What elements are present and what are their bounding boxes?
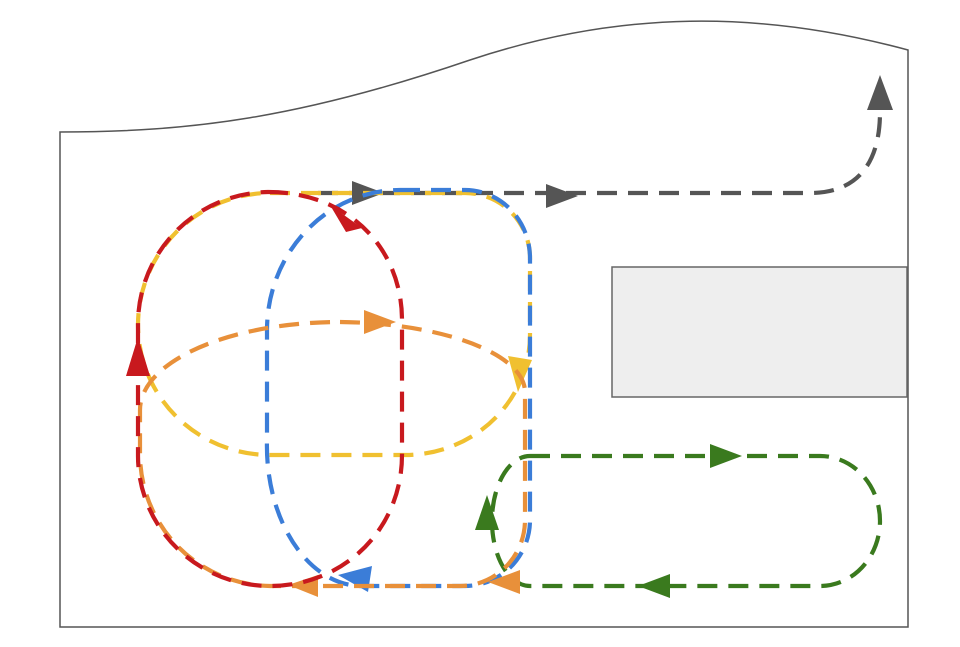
red-loop: [126, 189, 405, 589]
yellow-loop: [135, 190, 533, 458]
green-arrow-right: [710, 444, 742, 468]
red-arrow-up: [126, 337, 150, 376]
red-arrow-curve: [330, 205, 362, 232]
obstacle-box: [611, 266, 908, 398]
boundary-outline: [59, 20, 909, 628]
orange-arrow-left-1: [488, 570, 520, 594]
green-arrow-up: [475, 495, 499, 530]
gray-exit-path: [318, 75, 893, 208]
green-loop: [475, 444, 883, 598]
gray-arrow-mid-2: [546, 184, 578, 208]
orange-arrow-right: [364, 310, 396, 334]
gray-arrow-up: [867, 75, 893, 110]
green-arrow-left: [638, 574, 670, 598]
